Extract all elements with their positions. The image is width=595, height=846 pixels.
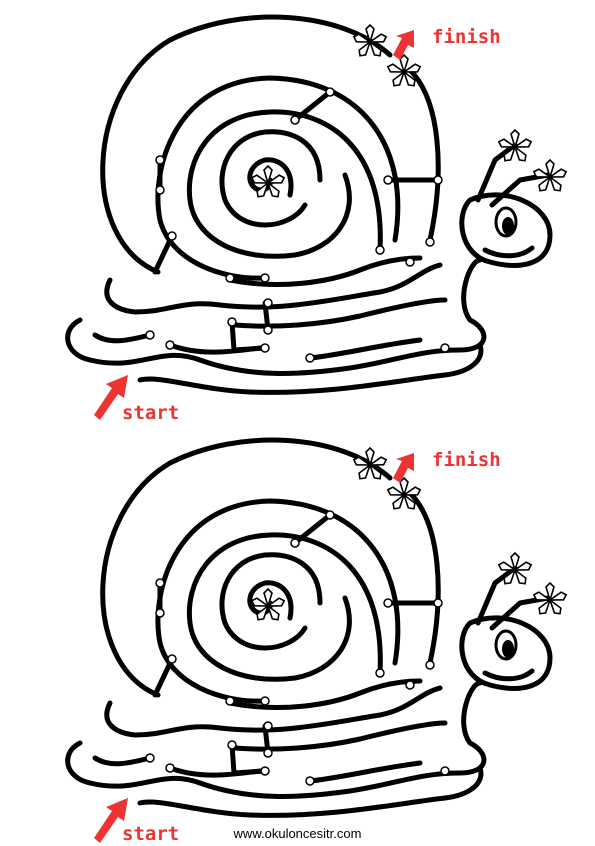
finish-arrow-icon <box>393 30 414 60</box>
snail-maze-art <box>0 0 595 420</box>
start-label: start <box>122 402 180 424</box>
finish-arrow-icon <box>393 453 414 483</box>
start-label: start <box>122 823 180 845</box>
snail-maze-art <box>0 423 595 843</box>
maze-top: finish start <box>0 0 595 424</box>
finish-label: finish <box>432 449 501 471</box>
finish-label: finish <box>432 26 501 48</box>
website-footer: www.okuloncesitr.com <box>233 826 362 841</box>
start-arrow-icon <box>94 375 128 420</box>
start-arrow-icon <box>94 798 128 843</box>
maze-bottom: finish start <box>0 423 595 846</box>
